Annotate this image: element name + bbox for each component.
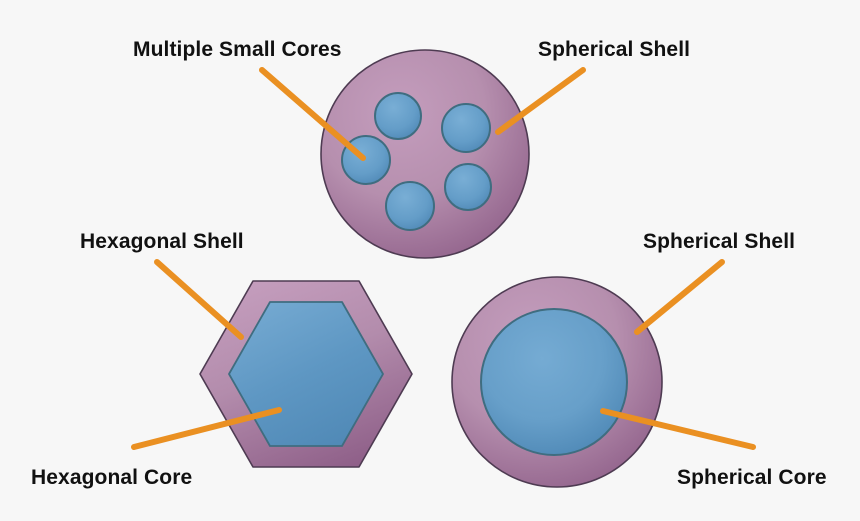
label-hexagonal-core: Hexagonal Core bbox=[31, 466, 192, 489]
leader-spherical-core-line bbox=[600, 408, 756, 450]
label-multiple-small-cores: Multiple Small Cores bbox=[133, 38, 342, 61]
label-spherical-shell-top: Spherical Shell bbox=[538, 38, 690, 61]
small-core-2 bbox=[441, 103, 491, 153]
spherical-core-shape bbox=[480, 308, 628, 456]
multi-core-sphere-particle bbox=[320, 49, 530, 259]
hexagonal-core-shell-particle bbox=[199, 280, 413, 468]
leader-lines-group bbox=[131, 67, 756, 450]
leader-spherical-shell-right-line bbox=[634, 259, 725, 335]
spherical-core-shell-particle bbox=[451, 276, 663, 488]
label-spherical-shell-right: Spherical Shell bbox=[643, 230, 795, 253]
leader-hexagonal-shell-line bbox=[154, 259, 244, 340]
small-core-4 bbox=[444, 163, 492, 211]
leader-spherical-shell-top-line bbox=[495, 67, 586, 135]
labels-group: Multiple Small Cores Spherical Shell Hex… bbox=[31, 38, 827, 489]
small-core-1 bbox=[374, 92, 422, 140]
label-spherical-core: Spherical Core bbox=[677, 466, 827, 489]
leader-hexagonal-core-line bbox=[131, 407, 282, 450]
leader-multiple-small-cores-line bbox=[259, 67, 366, 161]
small-core-5 bbox=[385, 181, 435, 231]
label-hexagonal-shell: Hexagonal Shell bbox=[80, 230, 244, 253]
